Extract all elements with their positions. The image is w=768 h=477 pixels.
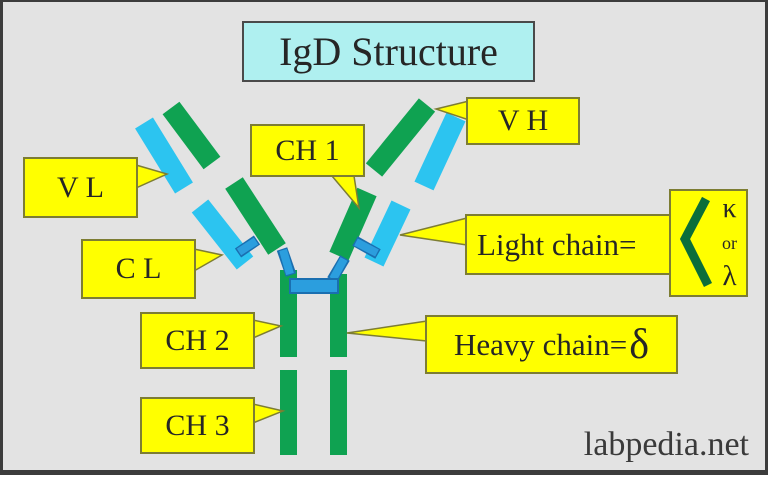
heavy-chain-callout-tail xyxy=(346,320,428,342)
callout-ch1: CH 1 xyxy=(250,124,365,177)
ch3-label: CH 3 xyxy=(165,408,230,442)
callout-ch3: CH 3 xyxy=(140,397,255,454)
vh-label: V H xyxy=(497,104,549,137)
heavy-chain-vh-segment-left xyxy=(162,101,221,170)
ch2-callout-tail xyxy=(252,319,284,340)
disulfide-bonds xyxy=(234,235,381,294)
kappa-lambda-chevron-icon xyxy=(679,196,713,288)
light-chain-options: κ or λ xyxy=(715,195,744,291)
heavy-chain-ch1-segment-right xyxy=(329,187,377,261)
light-chain-callout-tail xyxy=(399,217,468,246)
callout-light-chain: Light chain= xyxy=(465,214,671,275)
watermark: labpedia.net xyxy=(583,426,749,463)
heavy-chain-ch1-segment-left xyxy=(225,177,286,255)
callout-ch2: CH 2 xyxy=(140,312,255,369)
delta-symbol: δ xyxy=(629,321,650,368)
cl-label: C L xyxy=(115,252,162,285)
heavy-chain-label: Heavy chain= xyxy=(453,326,628,362)
ch2-label: CH 2 xyxy=(165,323,230,357)
heavy-chain-stem xyxy=(280,270,347,455)
bond-right-hinge xyxy=(329,257,348,281)
kappa-symbol: κ xyxy=(722,193,737,224)
ch1-label: CH 1 xyxy=(275,133,340,167)
bond-left-arm xyxy=(236,237,259,256)
callout-heavy-chain: Heavy chain= δ xyxy=(425,315,678,374)
light-chain-vl-segment-left xyxy=(135,117,193,194)
callout-vh: V H xyxy=(466,97,580,145)
ch1-callout-tail xyxy=(330,175,361,211)
callout-vl: V L xyxy=(23,157,138,218)
left-arm xyxy=(135,101,286,270)
page-title: IgD Structure xyxy=(279,29,498,74)
or-label: or xyxy=(722,232,737,253)
callout-cl: C L xyxy=(81,239,196,299)
light-chain-cl-segment-left xyxy=(191,199,254,270)
light-chain-vl-segment-right xyxy=(414,112,466,191)
heavy-chain-vh-segment-right xyxy=(365,98,436,177)
cl-callout-tail xyxy=(193,248,225,273)
lambda-symbol: λ xyxy=(722,260,737,292)
bond-right-arm xyxy=(354,238,379,257)
light-chain-label: Light chain= xyxy=(477,226,637,262)
ch3-callout-tail xyxy=(252,403,286,425)
antibody-diagram xyxy=(135,98,470,455)
bond-left-hinge xyxy=(279,248,294,276)
vl-label: V L xyxy=(57,170,104,204)
title-box: IgD Structure xyxy=(242,21,535,82)
callout-kappa-lambda: κ or λ xyxy=(669,189,748,297)
